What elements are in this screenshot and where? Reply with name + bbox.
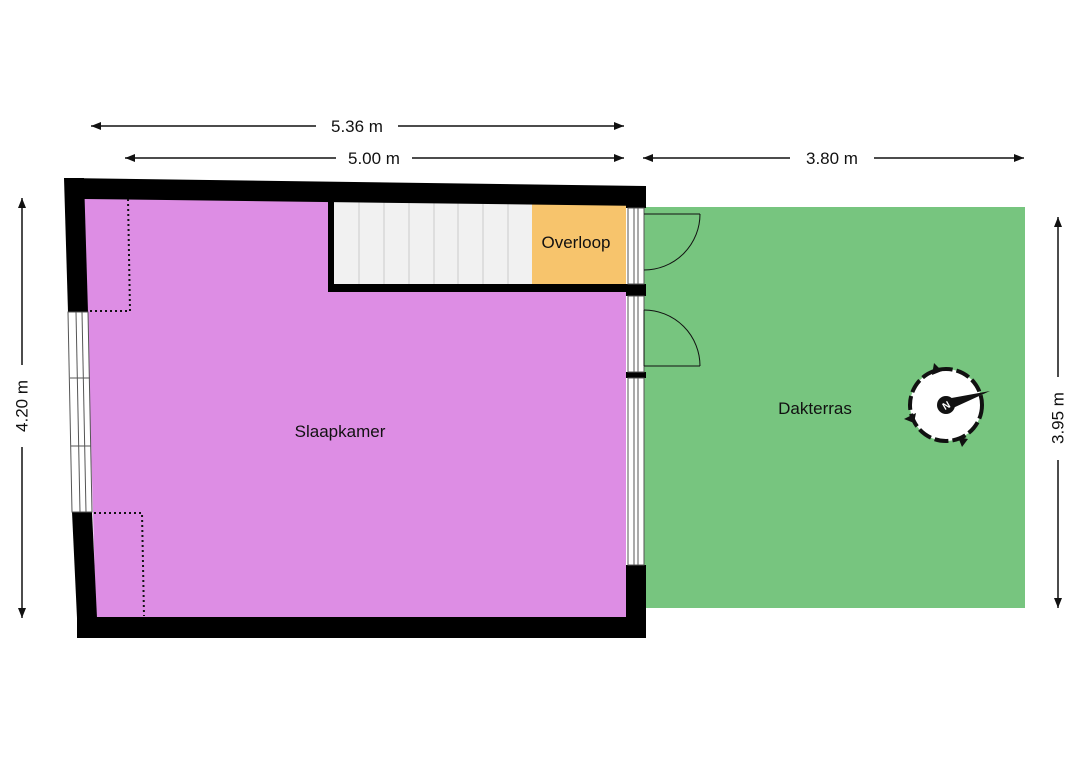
bedroom-area xyxy=(84,198,626,618)
staircase xyxy=(334,202,532,284)
terrace-label: Dakterras xyxy=(778,399,852,418)
compass-icon: N xyxy=(904,363,990,447)
dimension-top-terrace: 3.80 m xyxy=(806,149,858,168)
compass-north-letter: N xyxy=(941,400,953,413)
dimension-lines xyxy=(18,122,1062,618)
dimension-top-outer: 5.36 m xyxy=(331,117,383,136)
landing-label: Overloop xyxy=(542,233,611,252)
door-swings xyxy=(643,213,701,367)
landing-area xyxy=(532,202,626,284)
right-windows xyxy=(627,207,645,566)
walls xyxy=(64,178,646,638)
dimension-top-inner: 5.00 m xyxy=(348,149,400,168)
bedroom-label: Slaapkamer xyxy=(295,422,386,441)
dotted-outlines xyxy=(90,198,145,617)
left-window xyxy=(67,311,93,513)
dimension-right: 3.95 m xyxy=(1049,392,1068,444)
dimension-left: 4.20 m xyxy=(13,380,32,432)
